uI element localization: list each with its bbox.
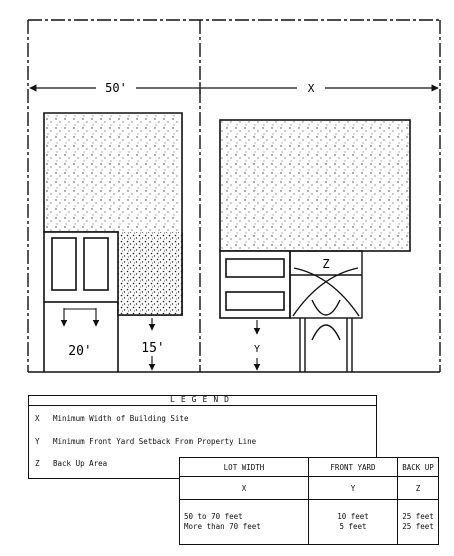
lot-width-right-label: X: [308, 82, 315, 95]
right-driveway: [299, 299, 353, 372]
drive-width-dimension: [60, 308, 100, 327]
backup-area: [289, 250, 363, 319]
legend-key: Z: [35, 459, 40, 468]
back-up-values: 25 feet 25 feet: [397, 499, 439, 545]
table-cell: 5 feet: [339, 522, 367, 531]
table-cell: 25 feet: [402, 522, 434, 531]
right-garage: [219, 250, 291, 319]
lot-boundary: [27, 19, 441, 372]
backup-area-label: Z: [322, 257, 329, 271]
table-symbol-row: X Y Z: [179, 476, 439, 500]
setback-right-label: Y: [254, 344, 260, 355]
header-front-yard: FRONT YARD: [308, 457, 398, 477]
requirements-table: LOT WIDTH FRONT YARD BACK UP X Y Z 50 to…: [179, 457, 439, 545]
left-garage: [43, 231, 119, 303]
setback-left-label: 15': [141, 341, 164, 356]
site-plan-diagram: 50' X 20' 15' Z: [27, 19, 441, 373]
legend-item-z: Z Back Up Area: [35, 459, 107, 468]
legend-item-y: Y Minimum Front Yard Setback From Propert…: [35, 437, 256, 446]
right-building: [219, 119, 411, 252]
table-value-row: 50 to 70 feet More than 70 feet 10 feet …: [179, 499, 439, 545]
lot-width-left-label: 50': [105, 81, 127, 95]
header-lot-width: LOT WIDTH: [179, 457, 309, 477]
legend-text: Minimum Width of Building Site: [53, 414, 189, 423]
drive-width-label: 20': [68, 344, 91, 359]
legend-text: Minimum Front Yard Setback From Property…: [53, 437, 257, 446]
left-building: [43, 112, 183, 316]
symbol-x: X: [179, 476, 309, 500]
left-driveway: [43, 302, 119, 372]
table-header-row: LOT WIDTH FRONT YARD BACK UP: [179, 457, 439, 477]
lot-width-values: 50 to 70 feet More than 70 feet: [179, 499, 309, 545]
table-cell: 50 to 70 feet: [184, 512, 243, 521]
table-cell: More than 70 feet: [184, 522, 261, 531]
lot-width-dimension: [29, 82, 439, 94]
legend-title: LEGEND: [29, 395, 376, 406]
legend-item-x: X Minimum Width of Building Site: [35, 414, 188, 423]
symbol-z: Z: [397, 476, 439, 500]
legend-key: X: [35, 414, 40, 423]
table-cell: 25 feet: [402, 512, 434, 521]
legend-key: Y: [35, 437, 40, 446]
legend-text: Back Up Area: [53, 459, 108, 468]
front-yard-values: 10 feet 5 feet: [308, 499, 398, 545]
symbol-y: Y: [308, 476, 398, 500]
header-back-up: BACK UP: [397, 457, 439, 477]
table-cell: 10 feet: [337, 512, 369, 521]
